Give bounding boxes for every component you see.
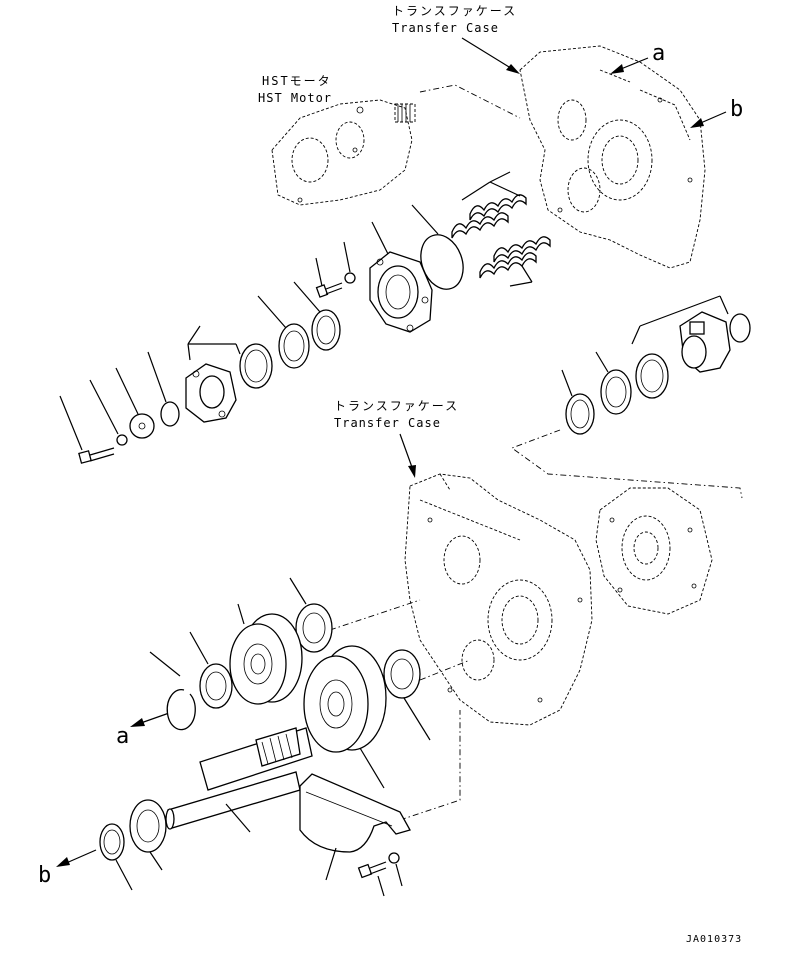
seal-shaft-lower bbox=[99, 823, 133, 891]
dash-gear-lower bbox=[419, 659, 471, 681]
ref-arrow-b-bottom bbox=[56, 849, 97, 867]
washer-plate bbox=[115, 367, 155, 439]
transfer-case-upper bbox=[519, 45, 706, 269]
snap-ring bbox=[149, 651, 196, 731]
shim-pack-lower bbox=[479, 236, 551, 287]
o-ring-small bbox=[147, 351, 180, 427]
label-transfer-case-top-jp: トランスファケース bbox=[392, 4, 517, 18]
seal-ring-right bbox=[729, 313, 751, 343]
ref-arrow-b-top bbox=[690, 111, 727, 128]
bearing-gear-upper bbox=[289, 577, 333, 653]
bearing-right bbox=[595, 351, 632, 415]
bolt-guard bbox=[357, 861, 387, 897]
leader-transfer-case-mid bbox=[399, 433, 416, 478]
leader-motor-case bbox=[419, 84, 521, 119]
o-ring-large bbox=[411, 204, 464, 290]
transfer-case-main bbox=[404, 473, 593, 726]
dash-guard bbox=[399, 710, 461, 821]
ref-letter-a-bottom: a bbox=[116, 724, 129, 749]
label-transfer-case-top-en: Transfer Case bbox=[392, 21, 499, 35]
bearing-gear-left bbox=[189, 631, 233, 709]
guard-plate bbox=[299, 773, 411, 881]
bolt-cage bbox=[315, 257, 343, 298]
ref-letter-b-top: b bbox=[730, 97, 743, 122]
oil-seal-upper bbox=[239, 343, 273, 389]
dash-gear-upper bbox=[329, 599, 421, 631]
ref-arrow-a-bottom bbox=[130, 711, 173, 727]
gear-lower bbox=[303, 645, 387, 789]
bolt-upper-shaft bbox=[59, 395, 115, 464]
leader-transfer-case-top bbox=[461, 37, 520, 74]
shim-pack-upper bbox=[451, 171, 527, 239]
coupling-yoke bbox=[185, 325, 241, 423]
ref-letter-a-top: a bbox=[652, 41, 665, 66]
ref-arrow-a-top bbox=[610, 57, 649, 74]
hst-motor bbox=[271, 99, 416, 206]
oil-seal-right bbox=[635, 353, 669, 399]
ref-letter-b-bottom: b bbox=[38, 863, 51, 888]
dash-right-stack bbox=[511, 429, 743, 499]
flange-yoke-right bbox=[631, 295, 731, 373]
label-hst-motor-jp: HSTモータ bbox=[262, 74, 332, 88]
washer-cage bbox=[343, 241, 356, 284]
label-transfer-case-mid-jp: トランスファケース bbox=[334, 399, 459, 413]
label-transfer-case-mid-en: Transfer Case bbox=[334, 416, 441, 430]
washer-guard bbox=[388, 852, 403, 887]
gear-upper bbox=[229, 603, 303, 705]
bearing-upper bbox=[257, 295, 310, 369]
bearing-cage bbox=[369, 221, 433, 333]
side-cover bbox=[595, 487, 713, 615]
bearing-gear-lower bbox=[383, 649, 431, 741]
drawing-id: JA010373 bbox=[686, 934, 742, 945]
seal-ring-right-2 bbox=[561, 369, 595, 435]
label-hst-motor-en: HST Motor bbox=[258, 91, 332, 105]
output-shaft bbox=[165, 727, 313, 833]
lock-washer bbox=[89, 379, 128, 446]
seal-ring-upper-1 bbox=[293, 281, 341, 351]
bearing-shaft-lower bbox=[129, 799, 167, 871]
